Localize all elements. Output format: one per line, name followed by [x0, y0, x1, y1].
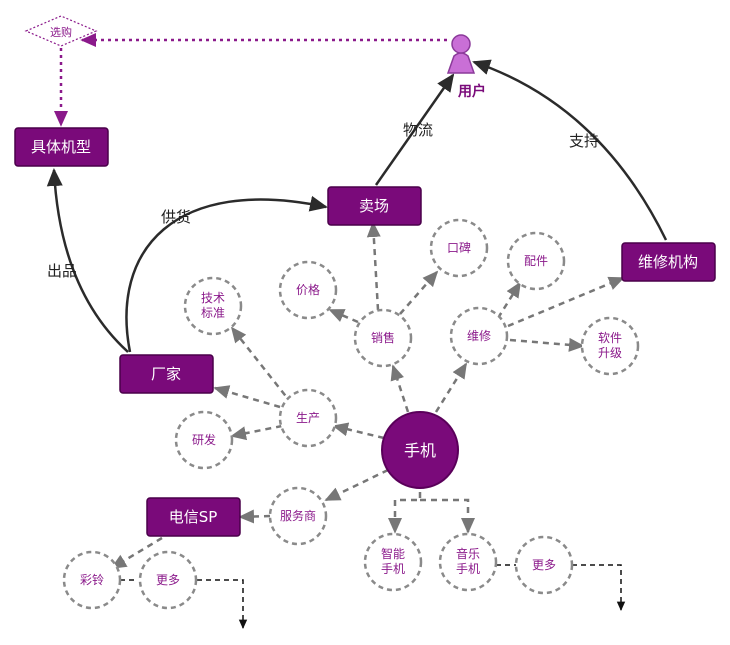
dotted-purple-edges	[54, 33, 447, 127]
edge-repair-to-accessories	[496, 281, 522, 319]
user-icon	[446, 34, 476, 74]
more-left-label: 更多	[156, 573, 180, 587]
smartphone-node[interactable]	[363, 532, 423, 592]
specific-model-node[interactable]: 具体机型	[14, 127, 109, 167]
edge-phone-to-musicphone	[420, 498, 475, 534]
production-node[interactable]	[278, 388, 338, 448]
music-phone-label: 音乐手机	[456, 546, 480, 576]
telecom-sp-label: 电信SP	[169, 508, 218, 526]
sales-node[interactable]	[353, 308, 413, 368]
phone-node[interactable]: 手机	[381, 411, 459, 489]
more-left-node[interactable]	[138, 550, 198, 610]
software-upgrade-node[interactable]	[580, 316, 640, 376]
edge-label-support: 支持	[569, 132, 599, 150]
select-node[interactable]: 选购	[24, 15, 98, 47]
more-right-label: 更多	[532, 558, 556, 572]
edge-production-to-tech	[230, 326, 293, 405]
service-provider-node[interactable]	[268, 486, 328, 546]
edge-sales-to-store	[366, 221, 381, 311]
circle-labels: 价格 口碑 销售 配件 维修 生产 研发 服务商 更多 彩铃 更多 技术标准 软…	[80, 240, 622, 587]
software-upgrade-label: 软件升级	[598, 331, 622, 360]
edge-service-to-telecom	[238, 509, 271, 524]
telecom-sp-node[interactable]: 电信SP	[146, 497, 241, 537]
edge-manufacturer-to-model	[46, 168, 129, 353]
manufacturer-label: 厂家	[151, 365, 181, 383]
store-label: 卖场	[359, 197, 389, 215]
price-label: 价格	[296, 282, 320, 297]
repair-org-node[interactable]: 维修机构	[621, 242, 716, 282]
edge-phone-to-repair	[434, 362, 468, 413]
edge-label-supply: 供货	[161, 208, 191, 226]
dashed-edges	[110, 221, 625, 570]
music-phone-node[interactable]	[438, 532, 498, 592]
store-node[interactable]: 卖场	[327, 186, 422, 226]
production-label: 生产	[296, 411, 320, 425]
ringtone-label: 彩铃	[80, 572, 104, 587]
edge-repair-org-to-user	[472, 59, 668, 241]
edge-production-to-rnd	[230, 424, 283, 441]
repair-label: 维修	[467, 328, 491, 343]
reputation-node[interactable]	[429, 218, 489, 278]
repair-org-label: 维修机构	[638, 253, 698, 271]
edge-repair-to-software	[509, 337, 585, 352]
repair-node[interactable]	[449, 306, 509, 366]
edge-sales-to-reputation	[399, 270, 439, 315]
edge-telecom-to-ringtone	[110, 536, 163, 570]
smartphone-label: 智能手机	[381, 546, 405, 576]
solid-edges	[46, 59, 668, 353]
edge-label-produce: 出品	[47, 262, 77, 280]
more-right-node[interactable]	[514, 535, 574, 595]
service-provider-label: 服务商	[280, 508, 316, 523]
user-label: 用户	[458, 83, 486, 100]
ringtone-node[interactable]	[62, 550, 122, 610]
price-node[interactable]	[278, 260, 338, 320]
edge-phone-to-sales	[390, 364, 410, 413]
select-label: 选购	[50, 25, 72, 39]
manufacturer-node[interactable]: 厂家	[119, 354, 214, 394]
continuation-edges	[120, 564, 621, 628]
accessories-label: 配件	[524, 254, 548, 268]
edge-sales-to-price	[328, 308, 359, 324]
edge-more-right-continue	[496, 564, 621, 610]
edge-manufacturer-to-store	[125, 195, 328, 353]
edge-phone-to-production	[332, 422, 385, 440]
rnd-node[interactable]	[174, 410, 234, 470]
edge-production-to-manufacturer	[213, 385, 281, 409]
sales-label: 销售	[371, 330, 395, 345]
phone-label: 手机	[404, 441, 436, 460]
accessories-node[interactable]	[506, 231, 566, 291]
edge-repair-to-repair-org	[507, 276, 625, 328]
edge-phone-to-smartphone	[388, 492, 422, 534]
user-node[interactable]: 用户	[446, 34, 486, 100]
edge-label-logistics: 物流	[403, 121, 433, 139]
tech-standard-node[interactable]	[183, 276, 243, 336]
edge-phone-to-service	[324, 468, 389, 502]
edge-more-left-continue	[120, 579, 243, 628]
rnd-label: 研发	[192, 432, 216, 447]
edge-labels: 物流 支持 供货 出品	[47, 121, 599, 280]
tech-standard-label: 技术标准	[201, 291, 225, 320]
circle-nodes	[62, 218, 640, 610]
reputation-label: 口碑	[447, 240, 471, 255]
specific-model-label: 具体机型	[31, 138, 91, 156]
edge-store-to-user	[374, 73, 455, 186]
